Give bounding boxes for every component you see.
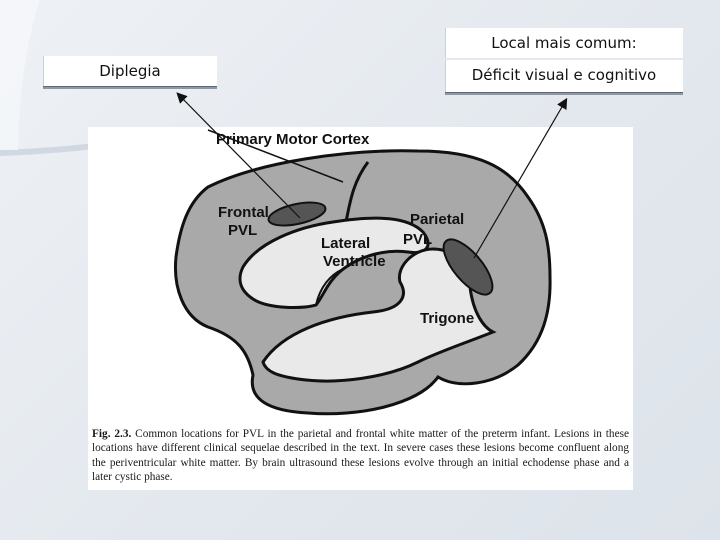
brain-diagram: Primary Motor Cortex Frontal PVL Parieta… — [173, 129, 552, 416]
brain-figure: Primary Motor Cortex Frontal PVL Parieta… — [88, 127, 633, 490]
figure-caption: Fig. 2.3. Common locations for PVL in th… — [92, 427, 629, 485]
ventricle-label: Ventricle — [323, 253, 386, 270]
frontal-pvl-lesion — [267, 201, 327, 227]
trigone-label: Trigone — [420, 310, 474, 327]
primary-motor-cortex-label: Primary Motor Cortex — [216, 131, 370, 148]
parietal-label: Parietal — [410, 211, 464, 228]
common-location-label: Local mais comum: Déficit visual e cogni… — [445, 28, 683, 93]
figure-caption-text: Common locations for PVL in the parietal… — [92, 428, 629, 484]
diplegia-arrow — [176, 92, 301, 219]
parietal-pvl-lesion — [442, 238, 494, 296]
frontal-pvl-label: PVL — [228, 222, 257, 239]
figure-caption-number: Fig. 2.3. — [92, 428, 132, 440]
cortex-pointer-line — [207, 129, 344, 183]
ventricle-fold — [315, 268, 344, 306]
diplegia-label-text: Diplegia — [99, 62, 161, 80]
common-location-title: Local mais comum: — [491, 34, 637, 52]
lateral-label: Lateral — [321, 235, 370, 252]
common-location-subtitle: Déficit visual e cognitivo — [445, 58, 683, 90]
diplegia-label: Diplegia — [43, 56, 217, 87]
parietal-pvl-label: PVL — [403, 231, 432, 248]
visual-cognitive-arrow — [473, 97, 568, 259]
lateral-ventricle-shape — [238, 216, 430, 309]
frontal-label: Frontal — [218, 204, 269, 221]
